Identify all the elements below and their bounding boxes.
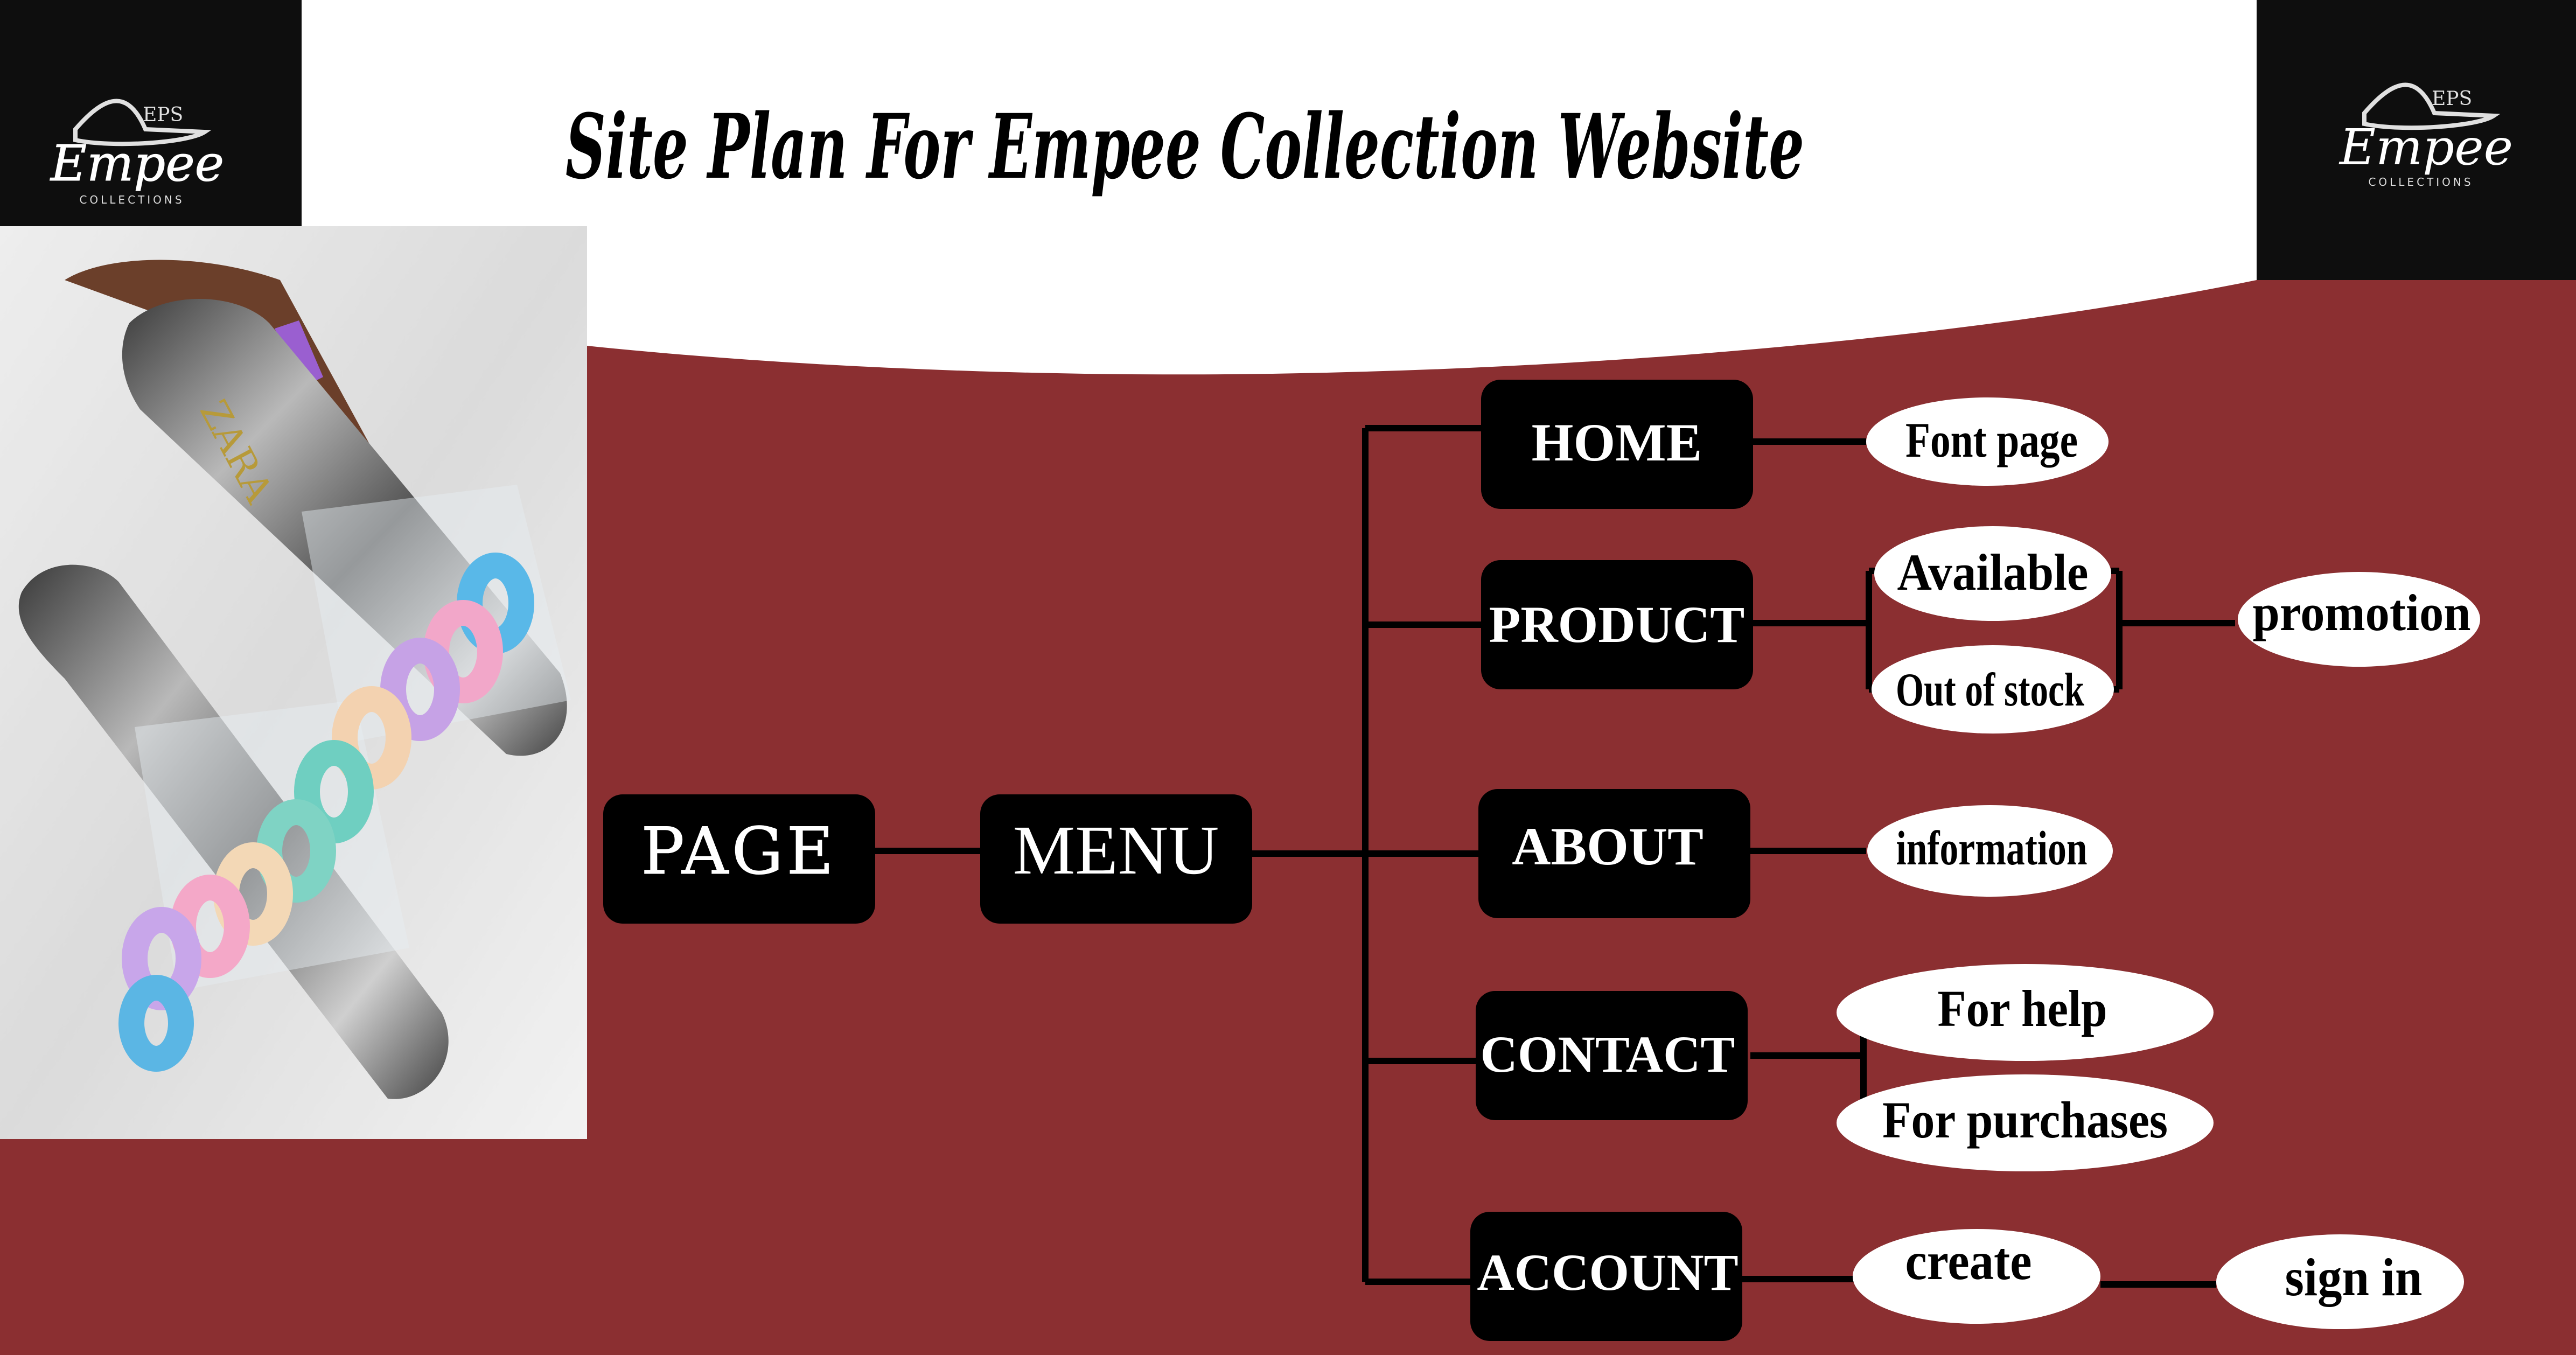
right-corner-panel	[2257, 0, 2576, 280]
node-account: ACCOUNT	[1470, 1212, 1742, 1341]
node-contact-label: CONTACT	[1481, 1025, 1735, 1083]
leaf-information: information	[1867, 805, 2113, 897]
header-banner	[302, 0, 2257, 375]
leaf-font-page: Font page	[1866, 397, 2109, 486]
leaf-promotion-label: promotion	[2253, 584, 2471, 641]
leaf-available-label: Available	[1897, 543, 2089, 601]
node-product-label: PRODUCT	[1489, 596, 1745, 653]
connectors	[872, 425, 2235, 1288]
leaf-out-of-stock: Out of stock	[1872, 645, 2114, 734]
leaf-promotion: promotion	[2238, 572, 2480, 667]
sandal-bottom	[18, 564, 449, 1099]
node-page-label: PAGE	[641, 814, 837, 889]
logo-brand: Empee	[2338, 118, 2513, 176]
shoe-icon	[2362, 82, 2501, 130]
leaf-available: Available	[1874, 526, 2111, 621]
leaf-font-page-label: Font page	[1905, 413, 2078, 467]
chain-links	[118, 553, 534, 1072]
logo-left: EPS Empee COLLECTIONS	[49, 99, 225, 206]
node-about-label: ABOUT	[1512, 816, 1704, 876]
product-photo: ZARA	[0, 226, 587, 1139]
sandal-top	[122, 299, 567, 756]
logo-mark: EPS	[2432, 88, 2472, 110]
node-product: PRODUCT	[1481, 560, 1753, 689]
page-title: Site Plan For Empee Collection Website	[566, 94, 1804, 199]
node-home-label: HOME	[1532, 413, 1702, 472]
logo-mark: EPS	[143, 104, 183, 126]
node-about: ABOUT	[1478, 789, 1750, 918]
leaf-create-label: create	[1905, 1231, 2032, 1291]
leaf-for-purchases-label: For purchases	[1882, 1091, 2168, 1149]
node-menu: MENU	[980, 794, 1252, 924]
leaf-create: create	[1853, 1229, 2100, 1324]
leaf-sign-in-label: sign in	[2285, 1247, 2423, 1307]
node-home: HOME	[1481, 380, 1753, 509]
leaf-bubbles: Font page Available Out of stock promoti…	[1837, 397, 2480, 1329]
logo-sub: COLLECTIONS	[2368, 176, 2473, 188]
leaf-for-help: For help	[1837, 964, 2214, 1061]
leaf-for-help-label: For help	[1938, 980, 2107, 1037]
node-menu-label: MENU	[1013, 812, 1219, 889]
leaf-information-label: information	[1896, 822, 2088, 875]
node-contact: CONTACT	[1476, 991, 1748, 1120]
node-account-label: ACCOUNT	[1477, 1244, 1738, 1301]
logo-sub: COLLECTIONS	[79, 193, 184, 206]
node-page: PAGE	[603, 794, 875, 924]
shoe-icon	[73, 99, 212, 146]
logo-brand: Empee	[50, 135, 224, 192]
node-boxes: PAGE MENU HOME PRODUCT ABOUT CONTACT ACC…	[603, 380, 1753, 1341]
logo-right: EPS Empee COLLECTIONS	[2338, 82, 2513, 188]
leaf-for-purchases: For purchases	[1837, 1074, 2214, 1171]
leaf-sign-in: sign in	[2216, 1234, 2464, 1329]
leaf-out-of-stock-label: Out of stock	[1896, 664, 2084, 716]
